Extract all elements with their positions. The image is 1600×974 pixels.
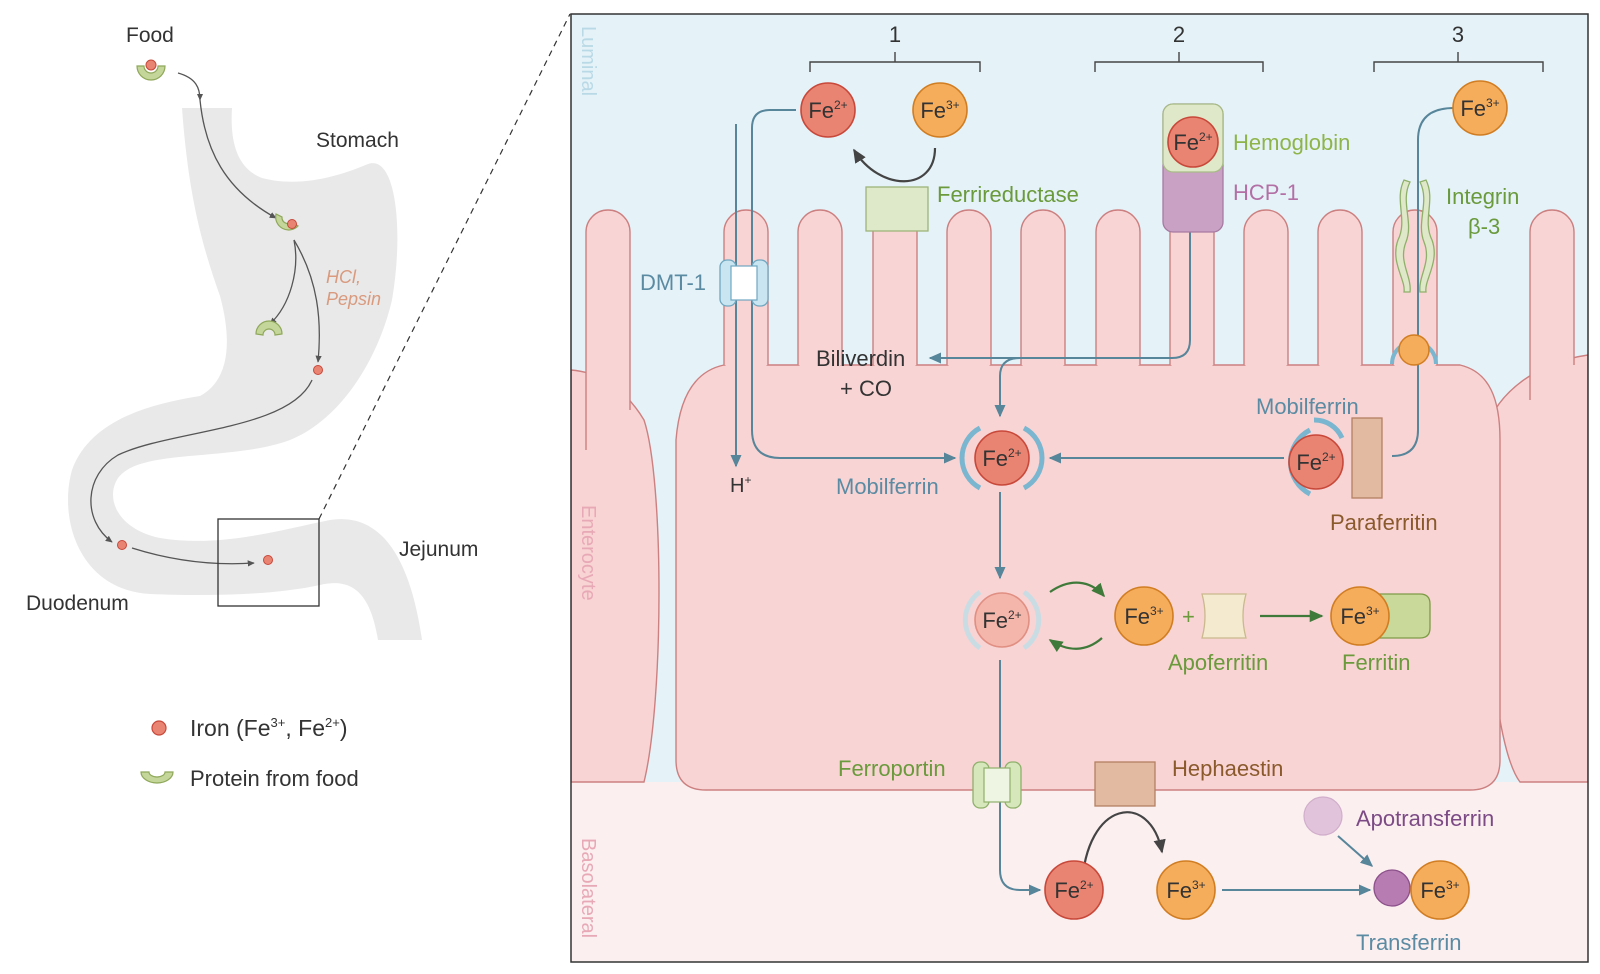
duodenum-label: Duodenum [26, 592, 129, 615]
dmt1-channel [719, 259, 769, 307]
ferrireductase-label: Ferrireductase [937, 182, 1079, 207]
ferroportin-channel [972, 761, 1022, 809]
beta3-label: β-3 [1468, 214, 1500, 239]
storage-ring [962, 589, 1042, 651]
apoferritin-protein [1201, 593, 1247, 639]
ferrireductase-protein [865, 186, 929, 232]
exported-fe2-label: Fe2+ [1054, 878, 1093, 903]
plus-sign-label: + [1182, 604, 1195, 629]
detail-frame [570, 13, 1589, 963]
storage-fe3-label: Fe3+ [1124, 604, 1163, 629]
fe3-ion-label: Fe3+ [920, 98, 959, 123]
apotransferrin-protein [1303, 796, 1343, 836]
mobilferrin-center-label: Mobilferrin [836, 474, 939, 499]
paraferritin-protein [1351, 417, 1383, 499]
stomach-shape [68, 108, 422, 640]
jejunum-iron-icon [263, 555, 273, 565]
legend-iron-label: Iron (Fe3+, Fe2+) [190, 715, 347, 741]
integrin-iron-complex [1390, 334, 1438, 366]
food-iron-icon [145, 59, 157, 71]
free-iron-icon [313, 365, 323, 375]
exported-fe3-label: Fe3+ [1166, 878, 1205, 903]
integrin-protein [1395, 179, 1435, 293]
biliverdin-label: Biliverdin [816, 346, 905, 371]
heme-fe2-label: Fe2+ [1173, 130, 1212, 155]
reaction-arrows [853, 147, 1324, 887]
hephaestin-label: Hephaestin [1172, 756, 1283, 781]
stomach-iron-icon [287, 219, 297, 229]
basolateral-zone-label: Basolateral [577, 838, 599, 938]
hcp1-label: HCP-1 [1233, 180, 1299, 205]
mobilferrin-fe2-label: Fe2+ [982, 446, 1021, 471]
duodenum-iron-icon [117, 540, 127, 550]
pepsin-label: Pepsin [326, 289, 381, 309]
apoferritin-label: Apoferritin [1168, 650, 1268, 675]
ferritin-fe3-label: Fe3+ [1340, 604, 1379, 629]
pathway-1-label: 1 [889, 22, 901, 47]
zoom-box [217, 518, 320, 607]
pathway-brackets [809, 52, 1544, 72]
hephaestin-protein [1094, 761, 1156, 807]
jejunum-label: Jejunum [399, 538, 478, 561]
paraferritin-label: Paraferritin [1330, 510, 1438, 535]
pathway-2-label: 2 [1173, 22, 1185, 47]
ferritin-label: Ferritin [1342, 650, 1410, 675]
legend-protein-icon [140, 771, 174, 784]
iron-ions [800, 80, 1508, 920]
stomach-label: Stomach [316, 129, 399, 152]
enterocyte-zone-label: Enterocyte [577, 505, 599, 601]
ferroportin-label: Ferroportin [838, 756, 946, 781]
hemoglobin-label: Hemoglobin [1233, 130, 1350, 155]
co-label: + CO [840, 376, 892, 401]
food-protein-icon [136, 65, 166, 81]
dmt1-label: DMT-1 [640, 270, 706, 295]
transferrin-label: Transferrin [1356, 930, 1462, 955]
apotransferrin-label: Apotransferrin [1356, 806, 1494, 831]
hydrogen-ion-label: H+ [730, 473, 751, 497]
legend: Iron (Fe3+, Fe2+) Protein from food [140, 715, 359, 791]
luminal-zone-label: Luminal [577, 26, 599, 96]
paraferritin-fe2-label: Fe2+ [1296, 450, 1335, 475]
transferrin-fe3-label: Fe3+ [1420, 878, 1459, 903]
integrin-label: Integrin [1446, 184, 1519, 209]
food-label: Food [126, 24, 174, 47]
fe2-ion-label: Fe2+ [808, 98, 847, 123]
mobilferrin-right-label: Mobilferrin [1256, 394, 1359, 419]
digested-protein-icon [255, 320, 283, 336]
hcl-label: HCl, [326, 267, 361, 287]
storage-fe2-label: Fe2+ [982, 608, 1021, 633]
pathway-3-label: 3 [1452, 22, 1464, 47]
legend-iron-icon [151, 720, 167, 736]
integrin-fe3-label: Fe3+ [1460, 96, 1499, 121]
legend-protein-label: Protein from food [190, 766, 359, 791]
gi-tract-overview: Food Stomach HCl, Pepsin Duodenum Jejunu… [26, 13, 571, 640]
transferrin-protein [1373, 869, 1411, 907]
